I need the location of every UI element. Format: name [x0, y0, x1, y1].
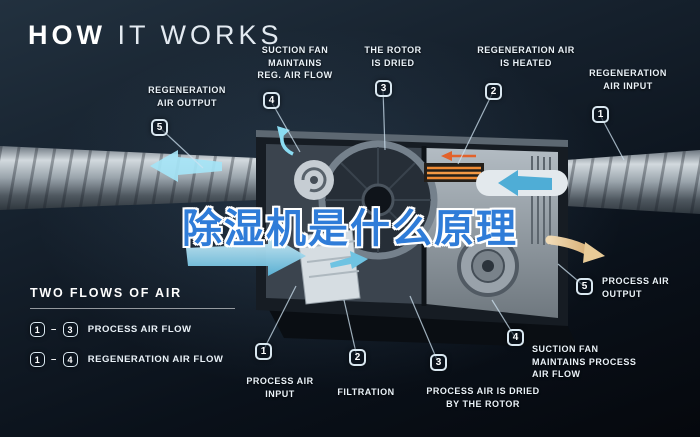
label-line: AIR FLOW — [532, 369, 581, 380]
badge-regeneration-air-input: 1 — [592, 106, 609, 123]
label-line: AIR OUTPUT — [157, 97, 217, 108]
page-title: HOW IT WORKS — [28, 20, 283, 51]
legend-title: TWO FLOWS OF AIR — [30, 286, 182, 300]
legend: TWO FLOWS OF AIR 1 – 3 PROCESS AIR FLOW … — [30, 286, 235, 382]
badge-process-air-input: 1 — [255, 343, 272, 360]
label-regeneration-air-is-heated: REGENERATION AIR IS HEATED — [472, 44, 580, 69]
legend-badge-from: 1 — [30, 352, 45, 367]
legend-badge-from: 1 — [30, 322, 45, 337]
badge-regeneration-air-is-heated: 2 — [485, 83, 502, 100]
label-process-air-input: PROCESS AIR INPUT — [238, 375, 322, 400]
badge-the-rotor-is-dried: 3 — [375, 80, 392, 97]
label-line: REGENERATION AIR — [477, 45, 575, 55]
label-line: AIR INPUT — [603, 80, 653, 91]
title-light: IT WORKS — [117, 20, 283, 50]
badge-process-air-output: 5 — [576, 278, 593, 295]
label-line: INPUT — [265, 388, 295, 399]
legend-badge-to: 3 — [62, 322, 78, 337]
label-line: SUCTION FAN — [261, 45, 329, 55]
label-line: IS DRIED — [371, 57, 415, 68]
label-line: OUTPUT — [602, 288, 642, 299]
badge-filtration: 2 — [349, 349, 366, 366]
label-line: MAINTAINS — [268, 57, 322, 68]
heater — [424, 163, 484, 182]
label-line: REGENERATION — [148, 85, 226, 95]
legend-dash: – — [51, 354, 57, 365]
rotor — [318, 140, 438, 260]
badge-suction-fan-process-air-flow: 4 — [507, 329, 524, 346]
process-fan — [457, 235, 519, 297]
label-line: THE ROTOR — [364, 45, 422, 55]
label-filtration: FILTRATION — [330, 386, 402, 399]
label-regeneration-air-input: REGENERATION AIR INPUT — [580, 67, 676, 92]
label-line: SUCTION FAN — [532, 344, 599, 354]
legend-row-regeneration: 1 – 4 REGENERATION AIR FLOW — [30, 352, 235, 367]
label-process-air-output: PROCESS AIR OUTPUT — [602, 275, 690, 300]
label-suction-fan-reg-air-flow: SUCTION FAN MAINTAINS REG. AIR FLOW — [250, 44, 340, 82]
legend-dash: – — [51, 324, 57, 335]
label-line: MAINTAINS PROCESS — [532, 356, 637, 367]
label-suction-fan-process-air-flow: SUCTION FAN MAINTAINS PROCESS AIR FLOW — [532, 343, 654, 381]
air-flow-arrows — [150, 126, 605, 276]
label-the-rotor-is-dried: THE ROTOR IS DRIED — [360, 44, 426, 69]
label-line: PROCESS AIR IS DRIED — [426, 386, 540, 396]
legend-divider — [30, 308, 235, 309]
label-line: IS HEATED — [500, 57, 552, 68]
badge-process-air-dried-by-rotor: 3 — [430, 354, 447, 371]
right-duct — [566, 150, 700, 214]
label-line: REGENERATION — [589, 68, 667, 78]
label-regeneration-air-output: REGENERATION AIR OUTPUT — [134, 84, 240, 109]
title-bold: HOW — [28, 20, 106, 50]
badge-suction-fan-reg-air-flow: 4 — [263, 92, 280, 109]
label-line: PROCESS AIR — [246, 376, 314, 386]
legend-badge-to: 4 — [62, 352, 78, 367]
label-line: BY THE ROTOR — [446, 398, 520, 409]
label-line: REG. AIR FLOW — [257, 70, 333, 81]
legend-row-process: 1 – 3 PROCESS AIR FLOW — [30, 322, 235, 337]
label-process-air-dried-by-rotor: PROCESS AIR IS DRIED BY THE ROTOR — [418, 385, 548, 410]
label-line: FILTRATION — [337, 387, 395, 397]
badge-regeneration-air-output: 5 — [151, 119, 168, 136]
legend-label: REGENERATION AIR FLOW — [87, 354, 224, 365]
label-line: PROCESS AIR — [602, 276, 670, 286]
chinese-overlay-text: 除湿机是什么原理 — [182, 207, 518, 251]
filter-panel — [297, 229, 361, 305]
suction-fan — [294, 160, 334, 200]
legend-label: PROCESS AIR FLOW — [87, 324, 192, 335]
